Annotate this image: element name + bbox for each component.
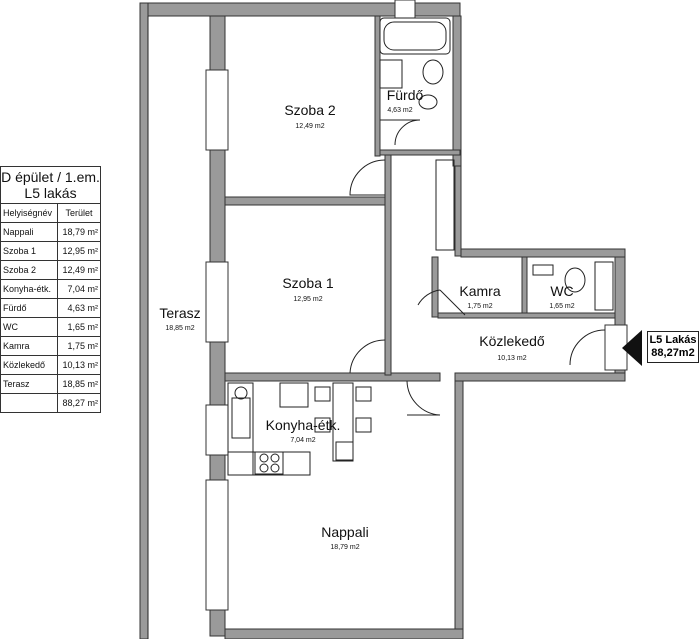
room-area-nappali: 18,79 m2 xyxy=(330,544,359,551)
room-area-kozlekedo: 10,13 m2 xyxy=(497,355,526,362)
room-area-szoba2: 12,49 m2 xyxy=(295,123,324,130)
room-name-nappali: Nappali xyxy=(321,524,368,540)
room-area-terasz: 18,85 m2 xyxy=(165,325,194,332)
room-name-kozlekedo: Közlekedő xyxy=(479,333,545,349)
col-header-area: Terület xyxy=(57,203,101,223)
bathroom-fixtures xyxy=(379,17,614,311)
room-name-szoba2: Szoba 2 xyxy=(284,102,336,118)
kitchen-fixtures xyxy=(227,159,455,476)
room-name-terasz: Terasz xyxy=(159,305,200,321)
room-area-szoba1: 12,95 m2 xyxy=(293,296,322,303)
room-name-kamra: Kamra xyxy=(459,283,500,299)
entrance-arrow-icon xyxy=(622,330,642,366)
col-header-name: Helyiségnév xyxy=(0,203,59,223)
room-area-wc: 1,65 m2 xyxy=(549,303,574,310)
table-title: D épület / 1.em.L5 lakás xyxy=(0,166,101,204)
room-name-furdo: Fürdő xyxy=(387,87,424,103)
room-area-kamra: 1,75 m2 xyxy=(467,303,492,310)
table-total-row: 88,27 m² xyxy=(0,393,101,413)
doors xyxy=(349,119,606,416)
room-name-szoba1: Szoba 1 xyxy=(282,275,334,291)
room-name-konyha: Konyha-étk. xyxy=(266,417,341,433)
room-area-furdo: 4,63 m2 xyxy=(387,107,412,114)
room-name-wc: WC xyxy=(550,283,573,299)
table-row: Konyha-étk.7,04 m² xyxy=(0,279,101,299)
room-area-konyha: 7,04 m2 xyxy=(290,437,315,444)
windows xyxy=(205,0,628,611)
